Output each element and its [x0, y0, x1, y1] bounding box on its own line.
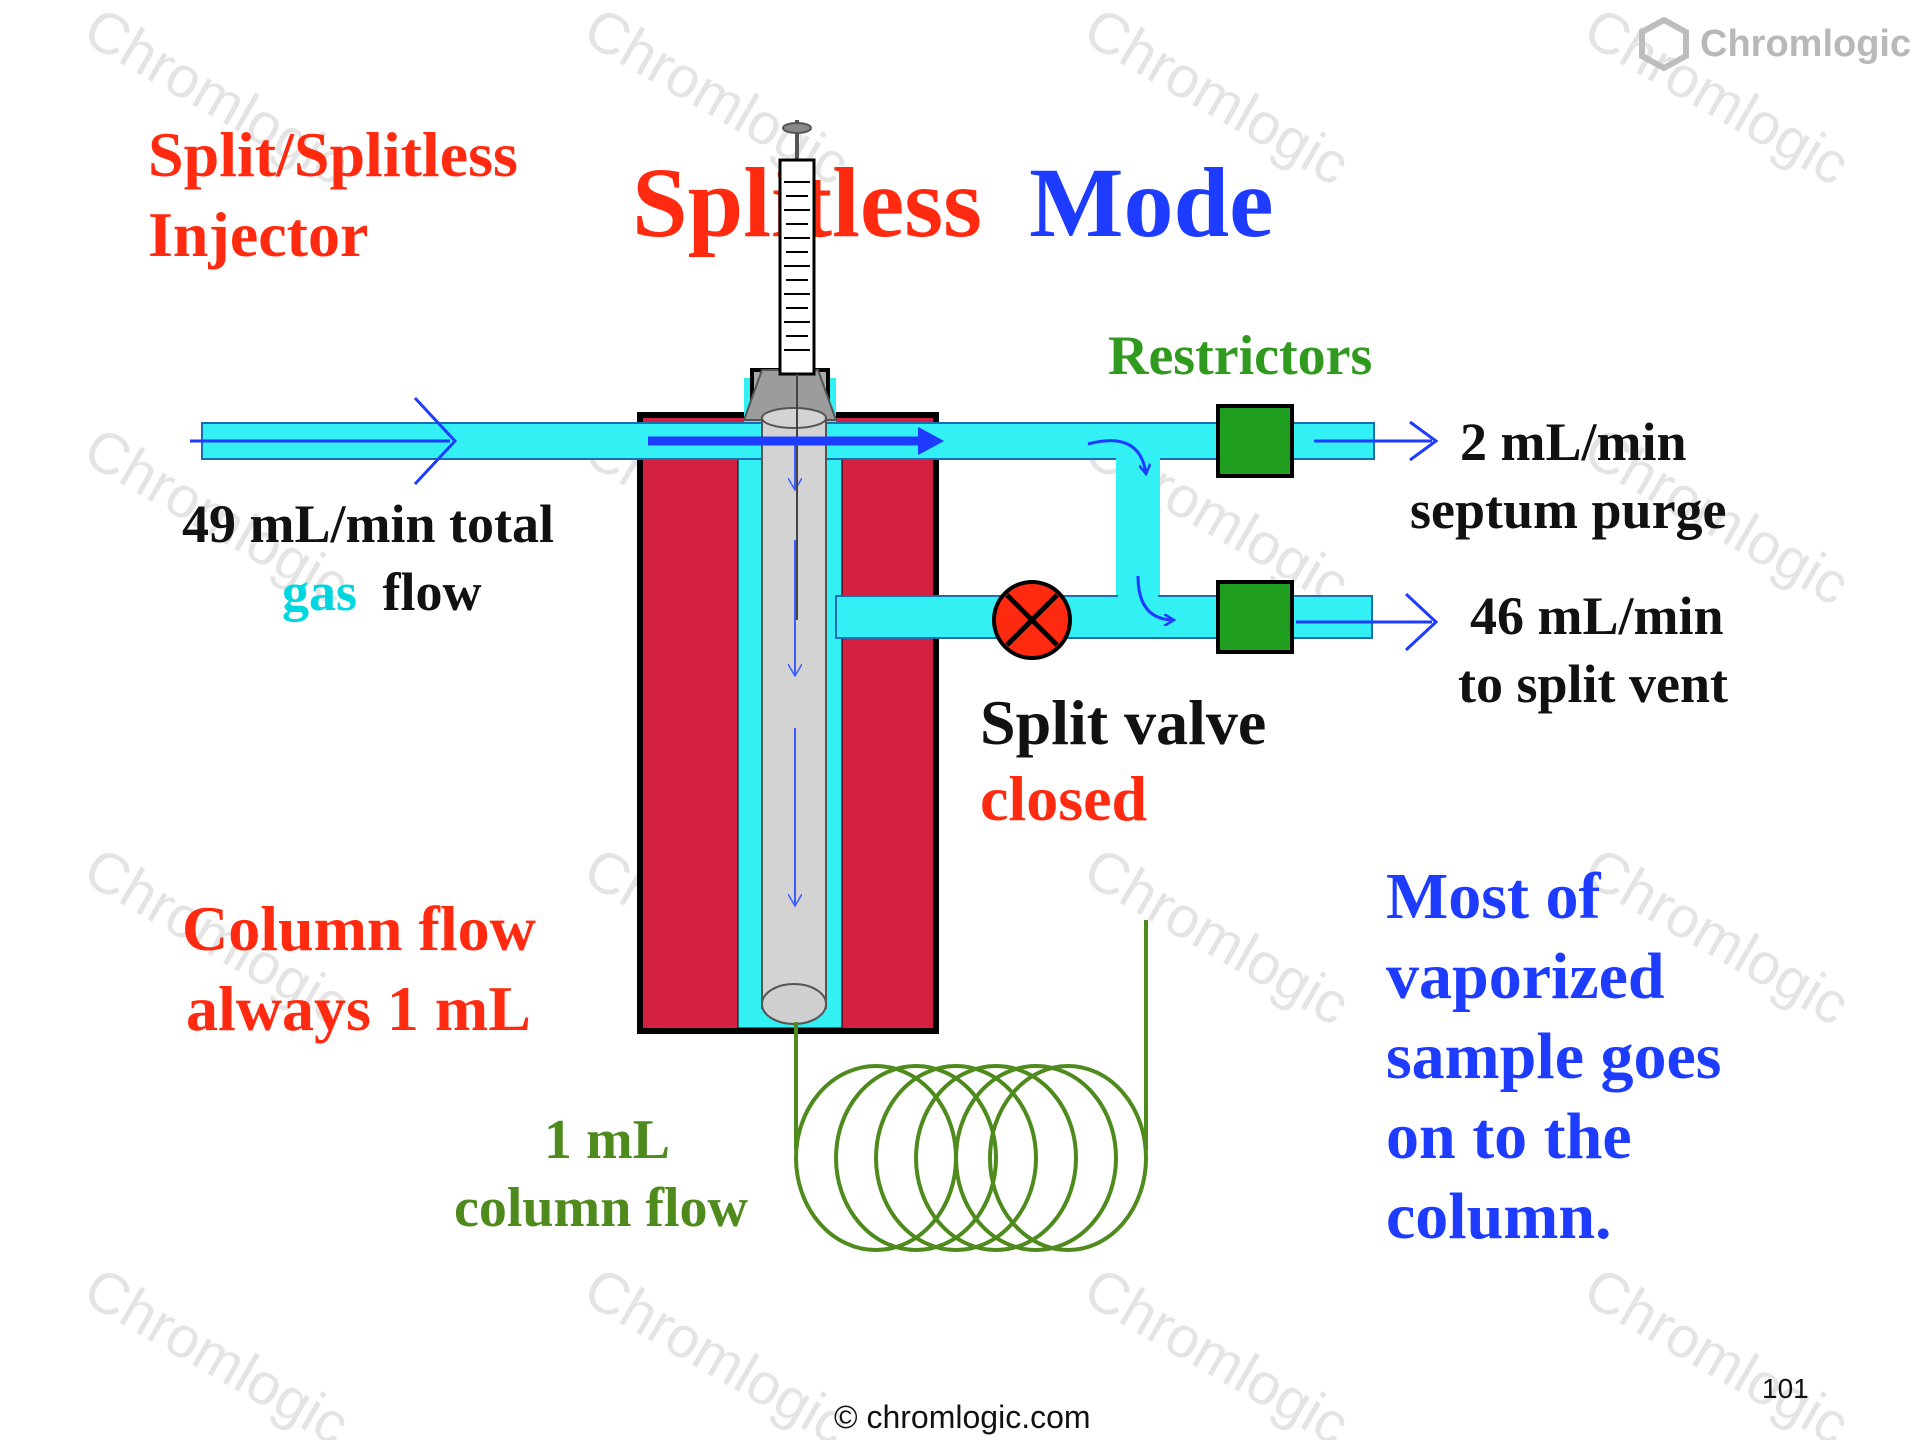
total-flow-flow: flow: [383, 562, 482, 622]
septum-cap: [742, 368, 838, 421]
sample-note-line5: column.: [1386, 1180, 1612, 1253]
restrictor-split-vent: [1216, 580, 1294, 654]
page-number: 101: [1762, 1373, 1809, 1404]
watermark: Chromlogic: [1074, 835, 1361, 1038]
sample-note-line4: on to the: [1386, 1100, 1632, 1173]
split-vent-label: to split vent: [1458, 654, 1728, 714]
total-flow-gas: gas: [282, 562, 357, 622]
watermark: Chromlogic: [1574, 1255, 1861, 1440]
restrictor-septum-purge: [1216, 404, 1294, 478]
watermark: Chromlogic: [74, 1255, 361, 1440]
restrictors-label: Restrictors: [1108, 325, 1372, 387]
total-flow-line1: 49 mL/min total: [182, 494, 554, 554]
vent-flow-rate: 46 mL/min: [1470, 586, 1724, 646]
column-flow-note-line2: always 1 mL: [186, 973, 531, 1044]
title-left-line2: Injector: [148, 199, 368, 270]
brand-logo: Chromlogic: [1639, 16, 1911, 72]
split-valve-label: Split valve: [980, 687, 1266, 758]
restrictors: [1216, 404, 1294, 654]
watermark: Chromlogic: [574, 1255, 861, 1440]
flow-arrows: [190, 396, 1439, 652]
split-valve-state: closed: [980, 763, 1147, 834]
split-valve-icon: [992, 580, 1072, 660]
column-flow-note-line1: Column flow: [182, 893, 536, 964]
watermark: Chromlogic: [1074, 1255, 1361, 1440]
copyright-footer: © chromlogic.com: [834, 1399, 1091, 1435]
sample-note: Most of vaporized sample goes on to the …: [1386, 860, 1721, 1253]
title-part-mode: Mode: [1029, 147, 1273, 258]
page-title: Splitless Mode: [632, 147, 1274, 258]
septum-purge-label: septum purge: [1410, 480, 1727, 540]
sample-note-line3: sample goes: [1386, 1020, 1721, 1093]
column-flow-rate: 1 mL: [544, 1109, 670, 1171]
sample-note-line1: Most of: [1386, 860, 1601, 933]
title-left-line1: Split/Splitless: [148, 119, 518, 190]
column-flow-label: column flow: [454, 1177, 749, 1239]
sample-note-line2: vaporized: [1386, 940, 1665, 1013]
total-flow-line2: gas flow: [282, 562, 482, 622]
syringe: [778, 120, 816, 620]
hexagon-icon: [1639, 16, 1689, 72]
brand-name: Chromlogic: [1700, 23, 1911, 65]
column-coil: [794, 920, 1148, 1252]
septum-flow-rate: 2 mL/min: [1460, 412, 1687, 472]
glass-liner: [761, 407, 827, 1025]
